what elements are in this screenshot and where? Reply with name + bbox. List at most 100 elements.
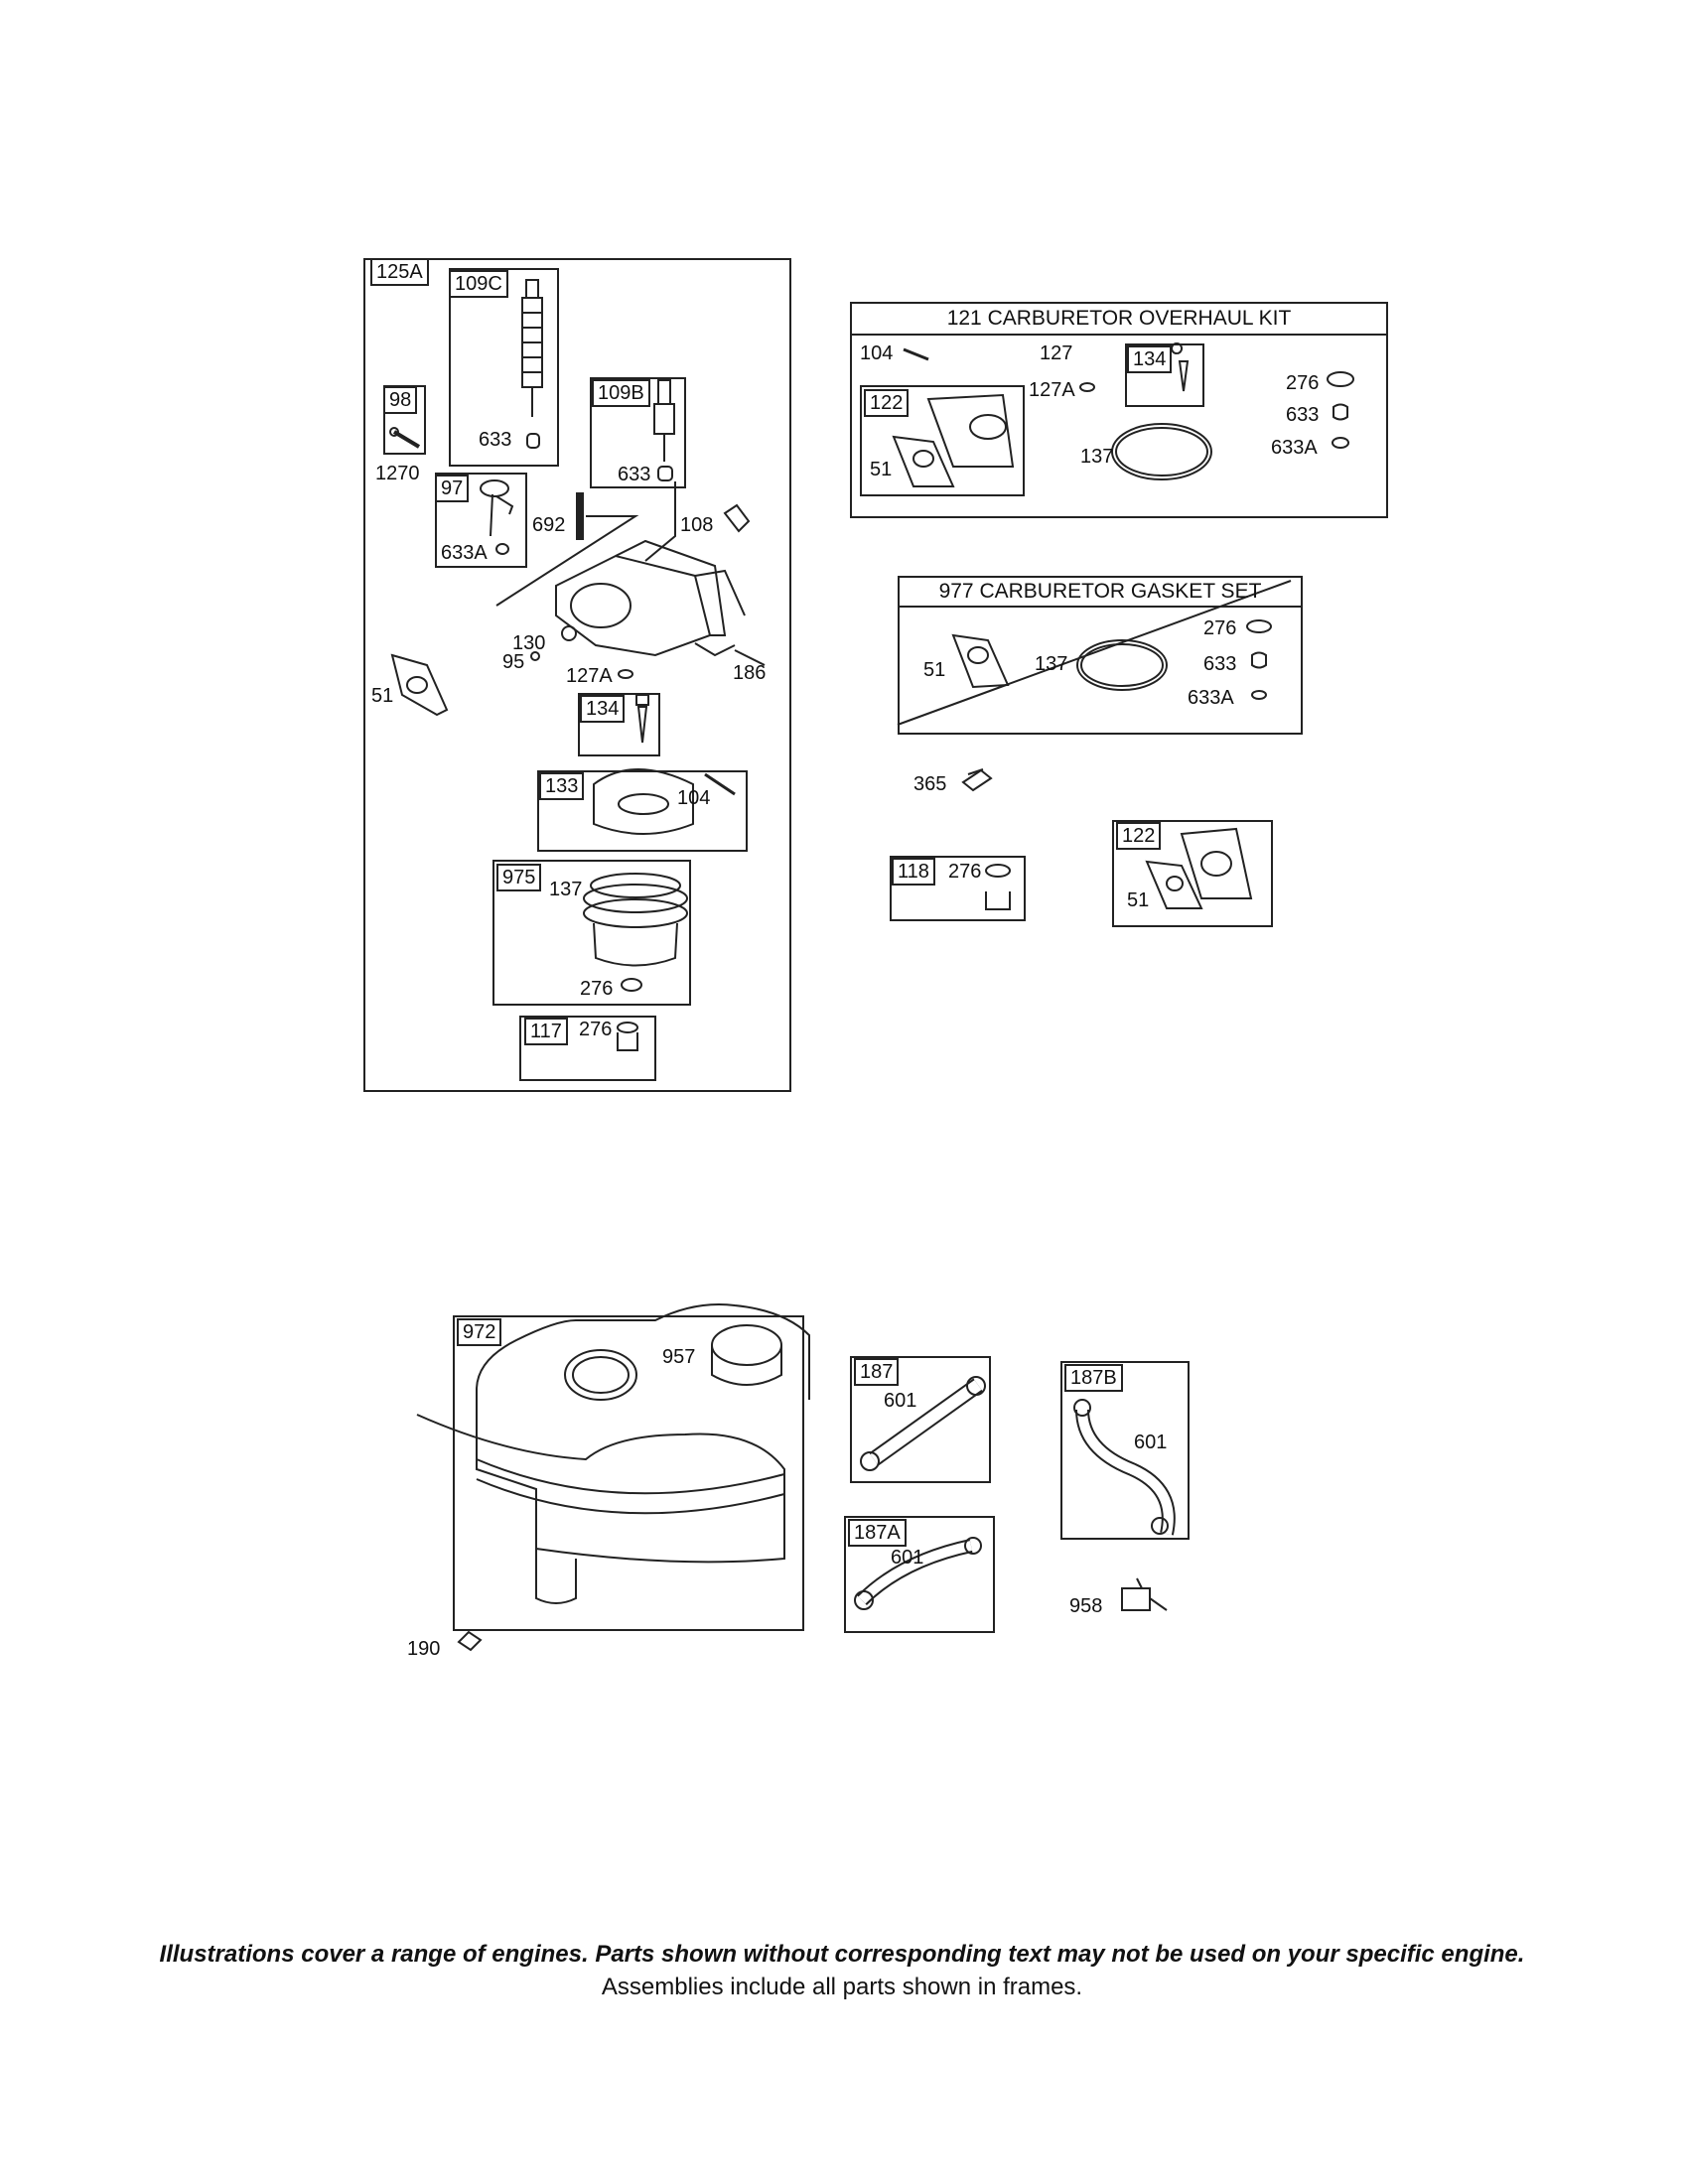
frame-tag-97: 97 bbox=[435, 475, 470, 502]
part-187a-601-label: 601 bbox=[891, 1547, 924, 1569]
frame-tag-133: 133 bbox=[539, 772, 585, 800]
part-104-label: 104 bbox=[677, 787, 711, 809]
kit-needle-frame bbox=[1125, 343, 1204, 407]
part-98-drawing bbox=[389, 427, 421, 449]
part-633-label: 633 bbox=[479, 429, 512, 451]
bowl-screw-drawing bbox=[617, 1022, 638, 1051]
part-276-screw-label: 276 bbox=[579, 1019, 613, 1040]
choke-shaft-drawing bbox=[480, 479, 514, 555]
gasket-part-633a: 633A bbox=[1188, 687, 1234, 709]
frame-tag-187b: 187B bbox=[1064, 1364, 1123, 1392]
fuel-tank-frame bbox=[453, 1315, 804, 1631]
part-276-label: 276 bbox=[580, 978, 614, 1000]
part-633a-label: 633A bbox=[441, 542, 488, 564]
part-127a-label: 127A bbox=[566, 665, 613, 687]
fuel-line-187-drawing bbox=[860, 1376, 986, 1471]
fuel-line-frame-187a bbox=[844, 1516, 995, 1633]
kit-tag-122: 122 bbox=[864, 389, 910, 417]
kit-part-137: 137 bbox=[1080, 446, 1114, 468]
bolt-365-drawing bbox=[961, 768, 993, 792]
kit-spacer-frame bbox=[860, 385, 1025, 496]
part-1270-label: 1270 bbox=[375, 463, 420, 484]
part-51-label: 51 bbox=[371, 685, 394, 707]
float-bowl-drawing bbox=[583, 873, 688, 992]
part-958-label: 958 bbox=[1069, 1595, 1103, 1617]
frame-tag-134: 134 bbox=[580, 695, 626, 723]
part-692-drawing bbox=[576, 492, 584, 540]
frame-tag-187: 187 bbox=[854, 1358, 900, 1386]
screw-frame-117 bbox=[519, 1016, 656, 1081]
frame-tag-109b: 109B bbox=[592, 379, 650, 407]
screw-118-drawing bbox=[985, 864, 1011, 910]
kit-part-276: 276 bbox=[1286, 372, 1320, 394]
kit-part-127: 127 bbox=[1040, 342, 1073, 364]
part-122-51-label: 51 bbox=[1127, 889, 1150, 911]
fuel-line-187b-drawing bbox=[1073, 1399, 1176, 1536]
part-187-601-label: 601 bbox=[884, 1390, 917, 1412]
kit-part-51: 51 bbox=[870, 459, 893, 480]
kit-part-633a: 633A bbox=[1271, 437, 1318, 459]
frame-tag-125a: 125A bbox=[370, 258, 429, 286]
carburetor-body-drawing bbox=[495, 481, 766, 666]
part-108-drawing bbox=[723, 503, 751, 533]
fuel-filter-frame-109b bbox=[590, 377, 686, 488]
frame-tag-975: 975 bbox=[496, 864, 542, 891]
frame-tag-187a: 187A bbox=[848, 1519, 907, 1547]
choke-frame-97 bbox=[435, 473, 527, 568]
screw-frame-118 bbox=[890, 856, 1026, 921]
part-118-276-label: 276 bbox=[948, 861, 982, 883]
fuel-line-frame-187 bbox=[850, 1356, 991, 1483]
kit-part-104: 104 bbox=[860, 342, 894, 364]
gasket-set-frame: 977 CARBURETOR GASKET SET bbox=[898, 576, 1303, 735]
fuel-filter-long-drawing bbox=[521, 279, 543, 449]
fuel-tank-drawing bbox=[416, 1303, 810, 1604]
frame-tag-122: 122 bbox=[1116, 822, 1162, 850]
gasket-part-633: 633 bbox=[1203, 653, 1237, 675]
bolt-190-drawing bbox=[457, 1630, 483, 1652]
needle-frame-134 bbox=[578, 693, 660, 756]
part-95-label: 95 bbox=[502, 651, 525, 673]
spacer-frame-122 bbox=[1112, 820, 1273, 927]
float-frame-133 bbox=[537, 770, 748, 852]
fuel-valve-958-drawing bbox=[1121, 1577, 1168, 1611]
carburetor-assembly-frame bbox=[363, 258, 791, 1092]
part-130-label: 130 bbox=[512, 632, 546, 654]
gasket-part-51: 51 bbox=[923, 659, 946, 681]
gasket-set-title: 977 CARBURETOR GASKET SET bbox=[900, 578, 1301, 608]
part-127a-drawing bbox=[618, 669, 633, 679]
disclaimer-note: Illustrations cover a range of engines. … bbox=[159, 1941, 1525, 1968]
kit-part-633: 633 bbox=[1286, 404, 1320, 426]
frame-tag-98: 98 bbox=[383, 386, 418, 414]
frame-tag-117: 117 bbox=[524, 1018, 568, 1045]
frame-tag-109c: 109C bbox=[449, 270, 508, 298]
fuel-cap-drawing bbox=[711, 1324, 782, 1386]
fuel-filter-frame-109c bbox=[449, 268, 559, 467]
part-137-label: 137 bbox=[549, 879, 583, 900]
pin-104-drawing bbox=[704, 772, 736, 796]
gasket-part-276: 276 bbox=[1203, 617, 1237, 639]
part-186-label: 186 bbox=[733, 662, 767, 684]
kit-tag-134: 134 bbox=[1127, 345, 1173, 373]
kit-part-127a: 127A bbox=[1029, 379, 1075, 401]
part-187b-601-label: 601 bbox=[1134, 1432, 1168, 1453]
overhaul-kit-frame: 121 CARBURETOR OVERHAUL KIT bbox=[850, 302, 1388, 518]
bowl-frame-975 bbox=[492, 860, 691, 1006]
overhaul-kit-drawings bbox=[892, 342, 1354, 487]
fuel-filter-short-drawing bbox=[653, 379, 675, 481]
part-692-label: 692 bbox=[532, 514, 566, 536]
part-190-label: 190 bbox=[407, 1638, 441, 1660]
frame-tag-118: 118 bbox=[892, 858, 935, 886]
fuel-line-frame-187b bbox=[1060, 1361, 1190, 1540]
needle-134-drawing bbox=[635, 694, 649, 744]
overhaul-kit-title: 121 CARBURETOR OVERHAUL KIT bbox=[852, 304, 1386, 336]
gasket-part-137: 137 bbox=[1035, 653, 1068, 675]
gasket-set-drawings bbox=[897, 580, 1292, 726]
spacer-122-drawing bbox=[1145, 827, 1253, 909]
part-957-label: 957 bbox=[662, 1346, 696, 1368]
part-365-label: 365 bbox=[913, 773, 947, 795]
assemblies-note: Assemblies include all parts shown in fr… bbox=[601, 1974, 1083, 2000]
part-633-label-b: 633 bbox=[618, 464, 651, 485]
frame-tag-972: 972 bbox=[457, 1318, 502, 1346]
fuel-line-187a-drawing bbox=[854, 1537, 982, 1610]
